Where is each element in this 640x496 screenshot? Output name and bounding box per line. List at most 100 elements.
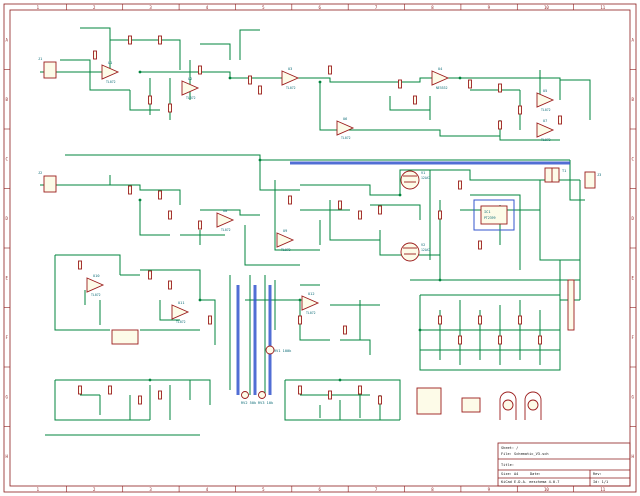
title-block-sheet: Sheet: /	[501, 446, 518, 450]
grid-row-label: H	[6, 454, 9, 459]
resistor-symbol	[558, 115, 562, 125]
resistor-symbol	[478, 240, 482, 250]
opamp-ref: U2	[188, 77, 192, 81]
resistor-symbol	[138, 395, 142, 405]
grid-row-label: B	[6, 97, 9, 102]
resistor-symbol	[198, 220, 202, 230]
opamp-triangle	[281, 70, 300, 86]
grid-row-label: E	[6, 275, 9, 280]
resistor-symbol	[468, 79, 472, 89]
resistor-symbol	[168, 280, 172, 290]
edge-connector	[567, 279, 575, 331]
resistor-symbol	[128, 35, 132, 45]
grid-column-label: 4	[206, 5, 209, 10]
grid-column-label: 6	[319, 5, 322, 10]
resistor-symbol	[358, 385, 362, 395]
input-jack-j2: J2	[38, 171, 57, 193]
opamp-triangle	[536, 122, 555, 138]
opamp-value: TL072	[541, 108, 551, 112]
opamp-value: TL072	[91, 293, 101, 297]
jack-ref: J3	[597, 173, 601, 177]
junctions	[108, 70, 462, 382]
components: U1TL072U2TL072U3TL072U4NE5532U5TL072U6TL…	[78, 35, 562, 405]
title-block-title: Title:	[501, 463, 514, 467]
resistor-symbol	[328, 65, 332, 75]
jack-ref: J1	[38, 57, 42, 61]
grid-column-label: 8	[431, 5, 434, 10]
resistor-symbol	[128, 185, 132, 195]
resistor-symbol	[378, 205, 382, 215]
vacuum-tube-v1: V1 12AX7	[400, 170, 431, 190]
resistor-symbol	[478, 315, 482, 325]
resistor-symbol	[258, 85, 262, 95]
opamp-value: TL072	[221, 228, 231, 232]
resistor-symbol	[208, 315, 212, 325]
input-jack-j1: J1	[38, 57, 57, 79]
grid-row-label: F	[632, 335, 635, 340]
resistor-symbol	[518, 315, 522, 325]
grid-column-label: 6	[319, 487, 322, 492]
opamp-value: TL072	[306, 311, 316, 315]
resistor-symbol	[398, 79, 402, 89]
grid-column-label: 7	[375, 5, 378, 10]
opamp-ref: U3	[288, 67, 292, 71]
opamp-ref: U10	[93, 274, 100, 278]
opamp-triangle	[431, 70, 450, 86]
transformer-ref: T1	[562, 169, 566, 173]
resistor-symbol	[93, 50, 97, 60]
grid-column-label: 9	[488, 487, 491, 492]
vacuum-tube-v2: V2 12AX7	[400, 242, 431, 262]
grid-row-label: H	[632, 454, 635, 459]
tube-ref: V1	[421, 171, 425, 175]
grid-column-label: 1	[37, 487, 40, 492]
pot-label: RV2 50k	[241, 401, 257, 405]
grid-column-label: 7	[375, 487, 378, 492]
grid-row-label: E	[632, 275, 635, 280]
grid-row-label: C	[6, 156, 9, 161]
resistor-symbol	[148, 95, 152, 105]
resistor-symbol	[78, 260, 82, 270]
pot-label: RV3 10k	[258, 401, 274, 405]
grid-column-label: 10	[544, 5, 549, 10]
relay-coils	[499, 391, 542, 420]
grid-column-label: 11	[600, 487, 605, 492]
resistor-symbol	[458, 180, 462, 190]
opamp-ref: U4	[438, 67, 442, 71]
opamp-ref: U9	[283, 229, 287, 233]
resistor-symbol	[158, 390, 162, 400]
opamp-ref: U1	[108, 61, 112, 65]
opamp-triangle	[216, 212, 235, 228]
regulator-block	[111, 329, 139, 345]
resistor-symbol	[148, 270, 152, 280]
resistor-symbol	[108, 385, 112, 395]
dip-chip-8pin	[416, 387, 442, 415]
title-block: Sheet: / File: Schematic_V3.sch Title: S…	[497, 442, 631, 487]
tube-value: 12AX7	[421, 176, 431, 180]
grid-column-label: 5	[262, 5, 265, 10]
resistor-symbol	[328, 390, 332, 400]
pot-label: RV1 100k	[274, 349, 292, 353]
resistor-symbol	[358, 210, 362, 220]
wires	[40, 27, 591, 436]
resistor-symbol	[168, 210, 172, 220]
resistor-symbol	[378, 395, 382, 405]
grid-row-label: D	[632, 216, 635, 221]
resistor-symbol	[168, 103, 172, 113]
opamp-ref: U11	[178, 301, 185, 305]
title-block-rev: Rev:	[593, 472, 602, 476]
title-block-size: Size: A4	[501, 472, 518, 476]
grid-column-label: 2	[93, 5, 96, 10]
resistor-symbol	[343, 325, 347, 335]
grid-column-label: 4	[206, 487, 209, 492]
output-jack-j3: J3	[584, 171, 601, 189]
jack-ref: J2	[38, 171, 42, 175]
grid-row-label: C	[632, 156, 635, 161]
opamp-ref: U8	[223, 209, 227, 213]
